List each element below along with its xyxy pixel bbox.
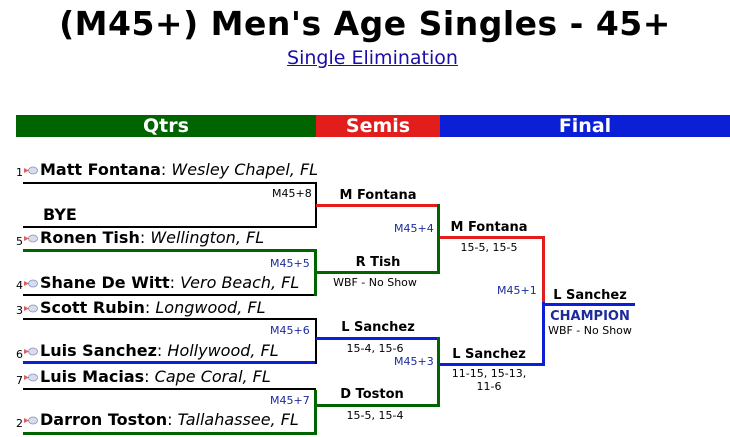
player-name: Luis Macias bbox=[40, 367, 145, 386]
bracket-line-final bbox=[23, 361, 316, 364]
racquetball-icon bbox=[24, 166, 38, 175]
bracket-line-final bbox=[545, 303, 635, 306]
player-entry-bye: BYE bbox=[43, 205, 77, 224]
bracket-line-qtrs bbox=[316, 271, 440, 274]
player-name: Ronen Tish bbox=[40, 228, 140, 247]
bracket-connector bbox=[437, 337, 440, 407]
match-winner[interactable]: M Fontana bbox=[339, 188, 417, 203]
bracket-line-final bbox=[440, 363, 545, 366]
player-entry[interactable]: Darron Toston: Tallahassee, FL bbox=[23, 410, 299, 429]
bracket-line bbox=[23, 388, 316, 390]
single-elimination-link[interactable]: Single Elimination bbox=[287, 47, 458, 69]
seed-number: 7 bbox=[16, 374, 23, 387]
bracket-line bbox=[23, 318, 316, 320]
bracket-line-qtrs bbox=[316, 404, 440, 407]
match-winner[interactable]: D Toston bbox=[340, 387, 404, 402]
seed-number: 5 bbox=[16, 235, 23, 248]
player-location: Wesley Chapel, FL bbox=[171, 160, 319, 179]
player-entry[interactable]: Scott Rubin: Longwood, FL bbox=[23, 298, 266, 317]
match-score: 15-4, 15-6 bbox=[346, 342, 404, 355]
racquetball-icon bbox=[24, 347, 38, 356]
bracket-line-semis bbox=[316, 204, 440, 207]
match-code: M45+5 bbox=[270, 257, 310, 270]
seed-number: 4 bbox=[16, 279, 23, 292]
player-name: Luis Sanchez bbox=[40, 341, 157, 360]
bracket-connector bbox=[314, 249, 317, 296]
player-entry[interactable]: Shane De Witt: Vero Beach, FL bbox=[23, 273, 299, 292]
round-header-semis: Semis bbox=[316, 115, 440, 137]
bracket-connector bbox=[542, 302, 545, 366]
racquetball-icon bbox=[24, 304, 38, 313]
bracket-line-qtrs bbox=[23, 249, 316, 252]
match-code: M45+8 bbox=[272, 187, 312, 200]
seed-number: 2 bbox=[16, 417, 23, 430]
player-name: Scott Rubin bbox=[40, 298, 145, 317]
player-entry[interactable]: Matt Fontana: Wesley Chapel, FL bbox=[23, 160, 318, 179]
player-location: Tallahassee, FL bbox=[177, 410, 299, 429]
seed-number: 3 bbox=[16, 304, 23, 317]
champion-label: CHAMPION bbox=[550, 309, 630, 324]
player-name: Shane De Witt bbox=[40, 273, 170, 292]
bracket-line-qtrs bbox=[23, 432, 316, 435]
bracket-line-semis bbox=[440, 236, 545, 239]
player-location: Cape Coral, FL bbox=[154, 367, 271, 386]
match-score: WBF - No Show bbox=[548, 324, 632, 337]
seed-number: 1 bbox=[16, 166, 23, 179]
bracket-connector bbox=[315, 318, 317, 364]
match-winner[interactable]: R Tish bbox=[355, 255, 401, 270]
match-code: M45+6 bbox=[270, 324, 310, 337]
bracket-line bbox=[23, 294, 316, 296]
match-score: 15-5, 15-5 bbox=[460, 241, 518, 254]
match-winner[interactable]: M Fontana bbox=[450, 220, 528, 235]
racquetball-icon bbox=[24, 279, 38, 288]
player-entry[interactable]: Luis Macias: Cape Coral, FL bbox=[23, 367, 271, 386]
racquetball-icon bbox=[24, 234, 38, 243]
player-location: Hollywood, FL bbox=[167, 341, 279, 360]
player-location: Wellington, FL bbox=[150, 228, 265, 247]
seed-number: 6 bbox=[16, 348, 23, 361]
match-score: 11-15, 15-13, bbox=[451, 367, 527, 380]
player-location: Longwood, FL bbox=[155, 298, 266, 317]
bracket-connector bbox=[437, 204, 440, 274]
match-score-continued: 11-6 bbox=[476, 380, 502, 393]
player-name: Darron Toston bbox=[40, 410, 168, 429]
match-score: WBF - No Show bbox=[333, 276, 417, 289]
bracket-line bbox=[23, 226, 316, 228]
bracket-line-final bbox=[316, 337, 440, 340]
round-header-final: Final bbox=[440, 115, 730, 137]
player-entry[interactable]: Ronen Tish: Wellington, FL bbox=[23, 228, 264, 247]
racquetball-icon bbox=[24, 416, 38, 425]
racquetball-icon bbox=[24, 373, 38, 382]
match-code: M45+7 bbox=[270, 394, 310, 407]
round-header-qtrs: Qtrs bbox=[16, 115, 316, 137]
match-code: M45+4 bbox=[394, 222, 434, 235]
match-code: M45+1 bbox=[497, 284, 537, 297]
player-name: BYE bbox=[43, 205, 77, 224]
match-code: M45+3 bbox=[394, 355, 434, 368]
bracket-connector bbox=[542, 236, 545, 302]
bracket-connector bbox=[314, 390, 317, 435]
player-name: Matt Fontana bbox=[40, 160, 161, 179]
match-score: 15-5, 15-4 bbox=[346, 409, 404, 422]
bracket-line bbox=[23, 182, 316, 184]
champion-name[interactable]: L Sanchez bbox=[553, 288, 627, 303]
format-subtitle: Single Elimination bbox=[0, 47, 730, 69]
match-winner[interactable]: L Sanchez bbox=[452, 347, 526, 362]
player-entry[interactable]: Luis Sanchez: Hollywood, FL bbox=[23, 341, 279, 360]
page-title: (M45+) Men's Age Singles - 45+ bbox=[59, 4, 671, 43]
player-location: Vero Beach, FL bbox=[180, 273, 300, 292]
match-winner[interactable]: L Sanchez bbox=[341, 320, 415, 335]
